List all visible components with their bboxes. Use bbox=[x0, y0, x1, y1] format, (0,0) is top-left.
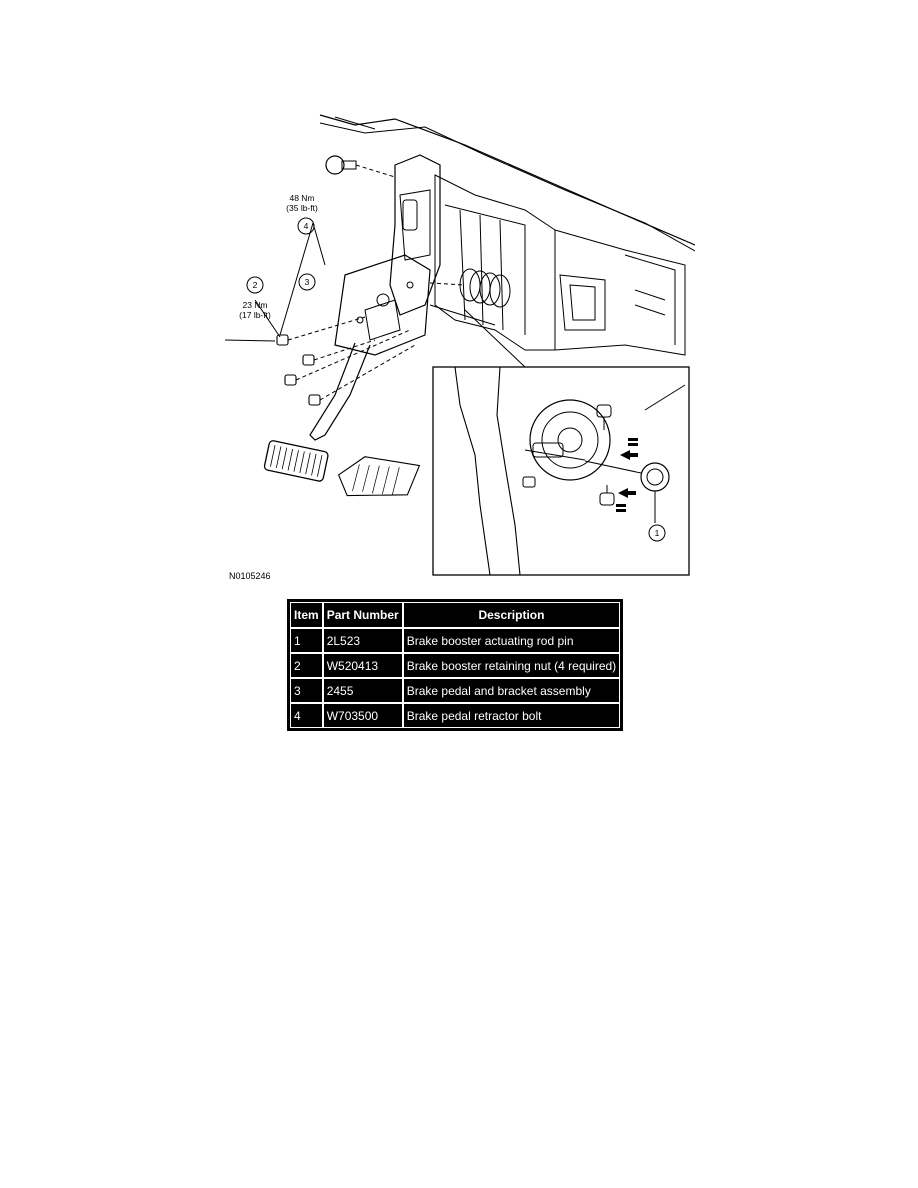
table-row: 4 W703500 Brake pedal retractor bolt bbox=[290, 703, 621, 728]
callout-2: 2 bbox=[252, 280, 258, 290]
header-item: Item bbox=[290, 602, 323, 628]
table-row: 1 2L523 Brake booster actuating rod pin bbox=[290, 628, 621, 653]
cell-description: Brake booster retaining nut (4 required) bbox=[402, 653, 621, 678]
cell-item: 2 bbox=[290, 653, 323, 678]
parts-table: Item Part Number Description 1 2L523 Bra… bbox=[287, 599, 624, 731]
cell-description: Brake pedal and bracket assembly bbox=[402, 678, 621, 703]
torque-label-2-lbft: (17 lb-ft) bbox=[239, 310, 271, 320]
cell-part-number: W520413 bbox=[322, 653, 403, 678]
cell-part-number: 2L523 bbox=[322, 628, 403, 653]
cell-description: Brake pedal retractor bolt bbox=[402, 703, 621, 728]
callout-1: 1 bbox=[654, 528, 660, 538]
header-description: Description bbox=[402, 602, 621, 628]
cell-description: Brake booster actuating rod pin bbox=[402, 628, 621, 653]
torque-label-2-nm: 23 Nm bbox=[242, 300, 268, 310]
table-row: 2 W520413 Brake booster retaining nut (4… bbox=[290, 653, 621, 678]
torque-label-4-lbft: (35 lb-ft) bbox=[286, 203, 318, 213]
cell-part-number: 2455 bbox=[322, 678, 403, 703]
figure-id-label: N0105246 bbox=[229, 571, 271, 581]
exploded-view-illustration: 48 Nm (35 lb-ft) 4 3 2 23 Nm (17 lb-ft) … bbox=[225, 105, 695, 585]
callout-3: 3 bbox=[304, 277, 310, 287]
cell-part-number: W703500 bbox=[322, 703, 403, 728]
cell-item: 4 bbox=[290, 703, 323, 728]
header-part-number: Part Number bbox=[322, 602, 403, 628]
cell-item: 1 bbox=[290, 628, 323, 653]
table-header-row: Item Part Number Description bbox=[290, 602, 621, 628]
table-row: 3 2455 Brake pedal and bracket assembly bbox=[290, 678, 621, 703]
callout-4: 4 bbox=[303, 221, 309, 231]
torque-label-4-nm: 48 Nm bbox=[289, 193, 315, 203]
cell-item: 3 bbox=[290, 678, 323, 703]
